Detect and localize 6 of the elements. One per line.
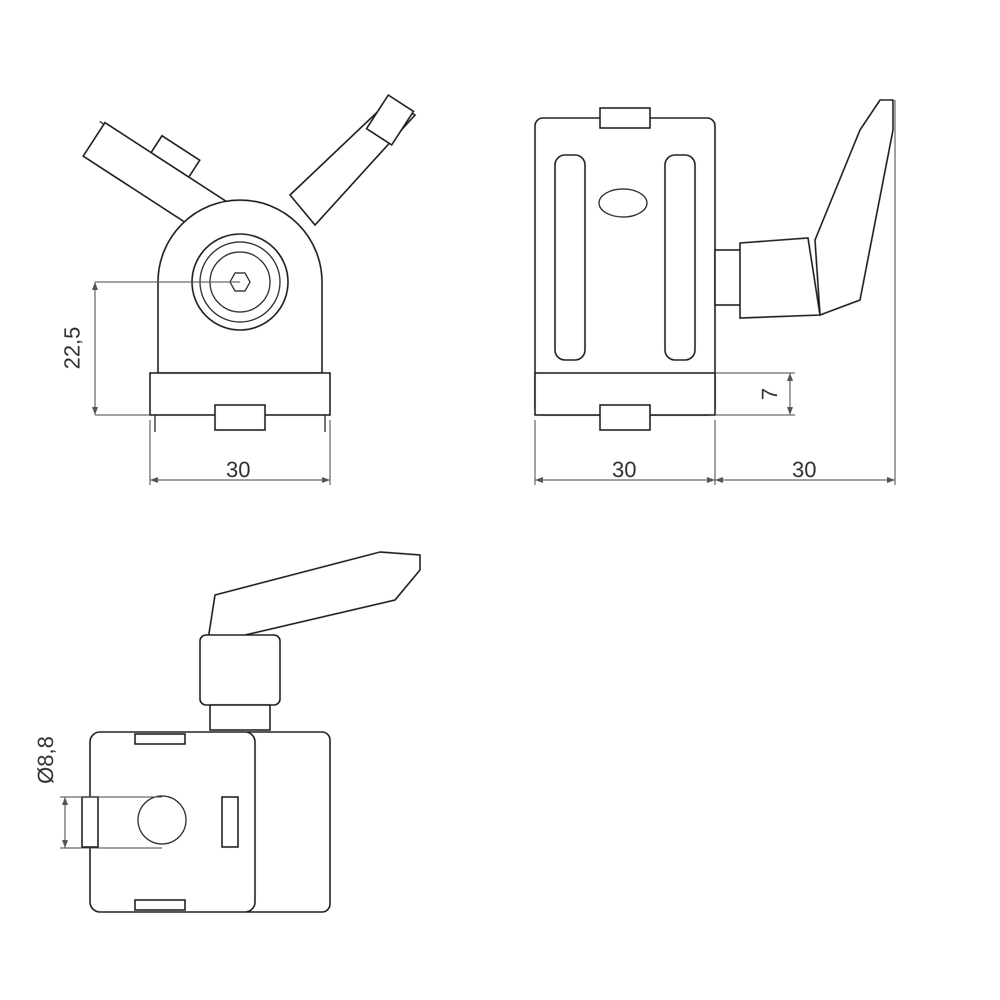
dimension-label: 22,5 bbox=[60, 326, 83, 370]
dimension-label: Ø8,8 bbox=[34, 736, 57, 784]
dimension-label: 30 bbox=[612, 459, 636, 481]
dimension-label: 7 bbox=[759, 388, 782, 400]
dimension-label: 30 bbox=[792, 459, 816, 481]
dimension-label: 30 bbox=[226, 459, 250, 481]
